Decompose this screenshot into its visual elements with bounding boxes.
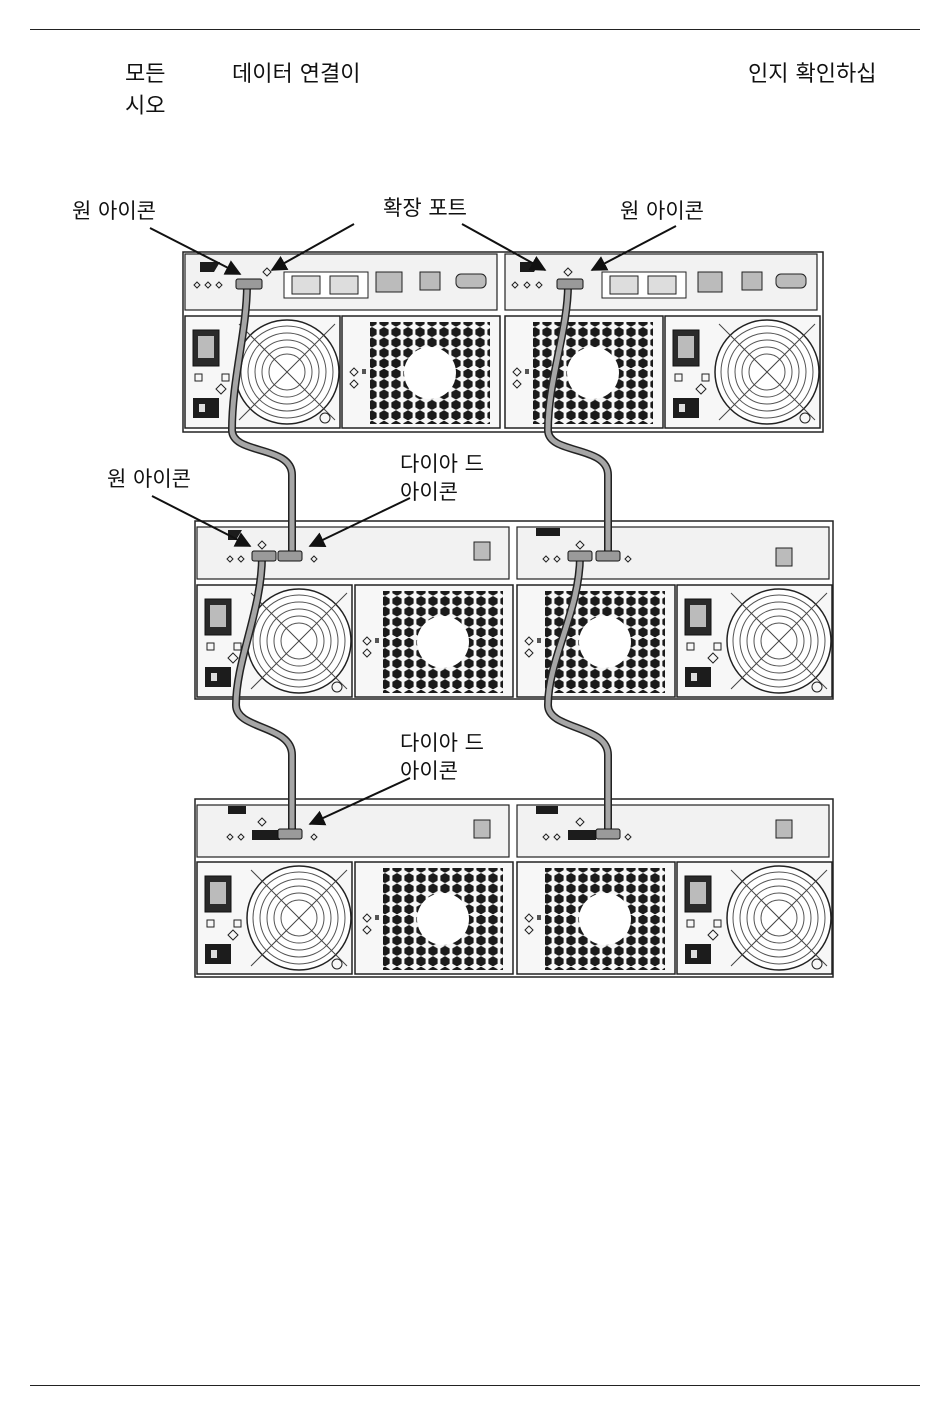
raid-enclosure — [183, 252, 823, 432]
expansion-module-left — [197, 527, 509, 579]
expansion-module-left-2 — [197, 805, 509, 857]
controller-module-right — [505, 254, 817, 310]
controller-module-left — [185, 254, 497, 310]
expansion-module-right — [517, 527, 829, 579]
expansion-module-right-2 — [517, 805, 829, 857]
